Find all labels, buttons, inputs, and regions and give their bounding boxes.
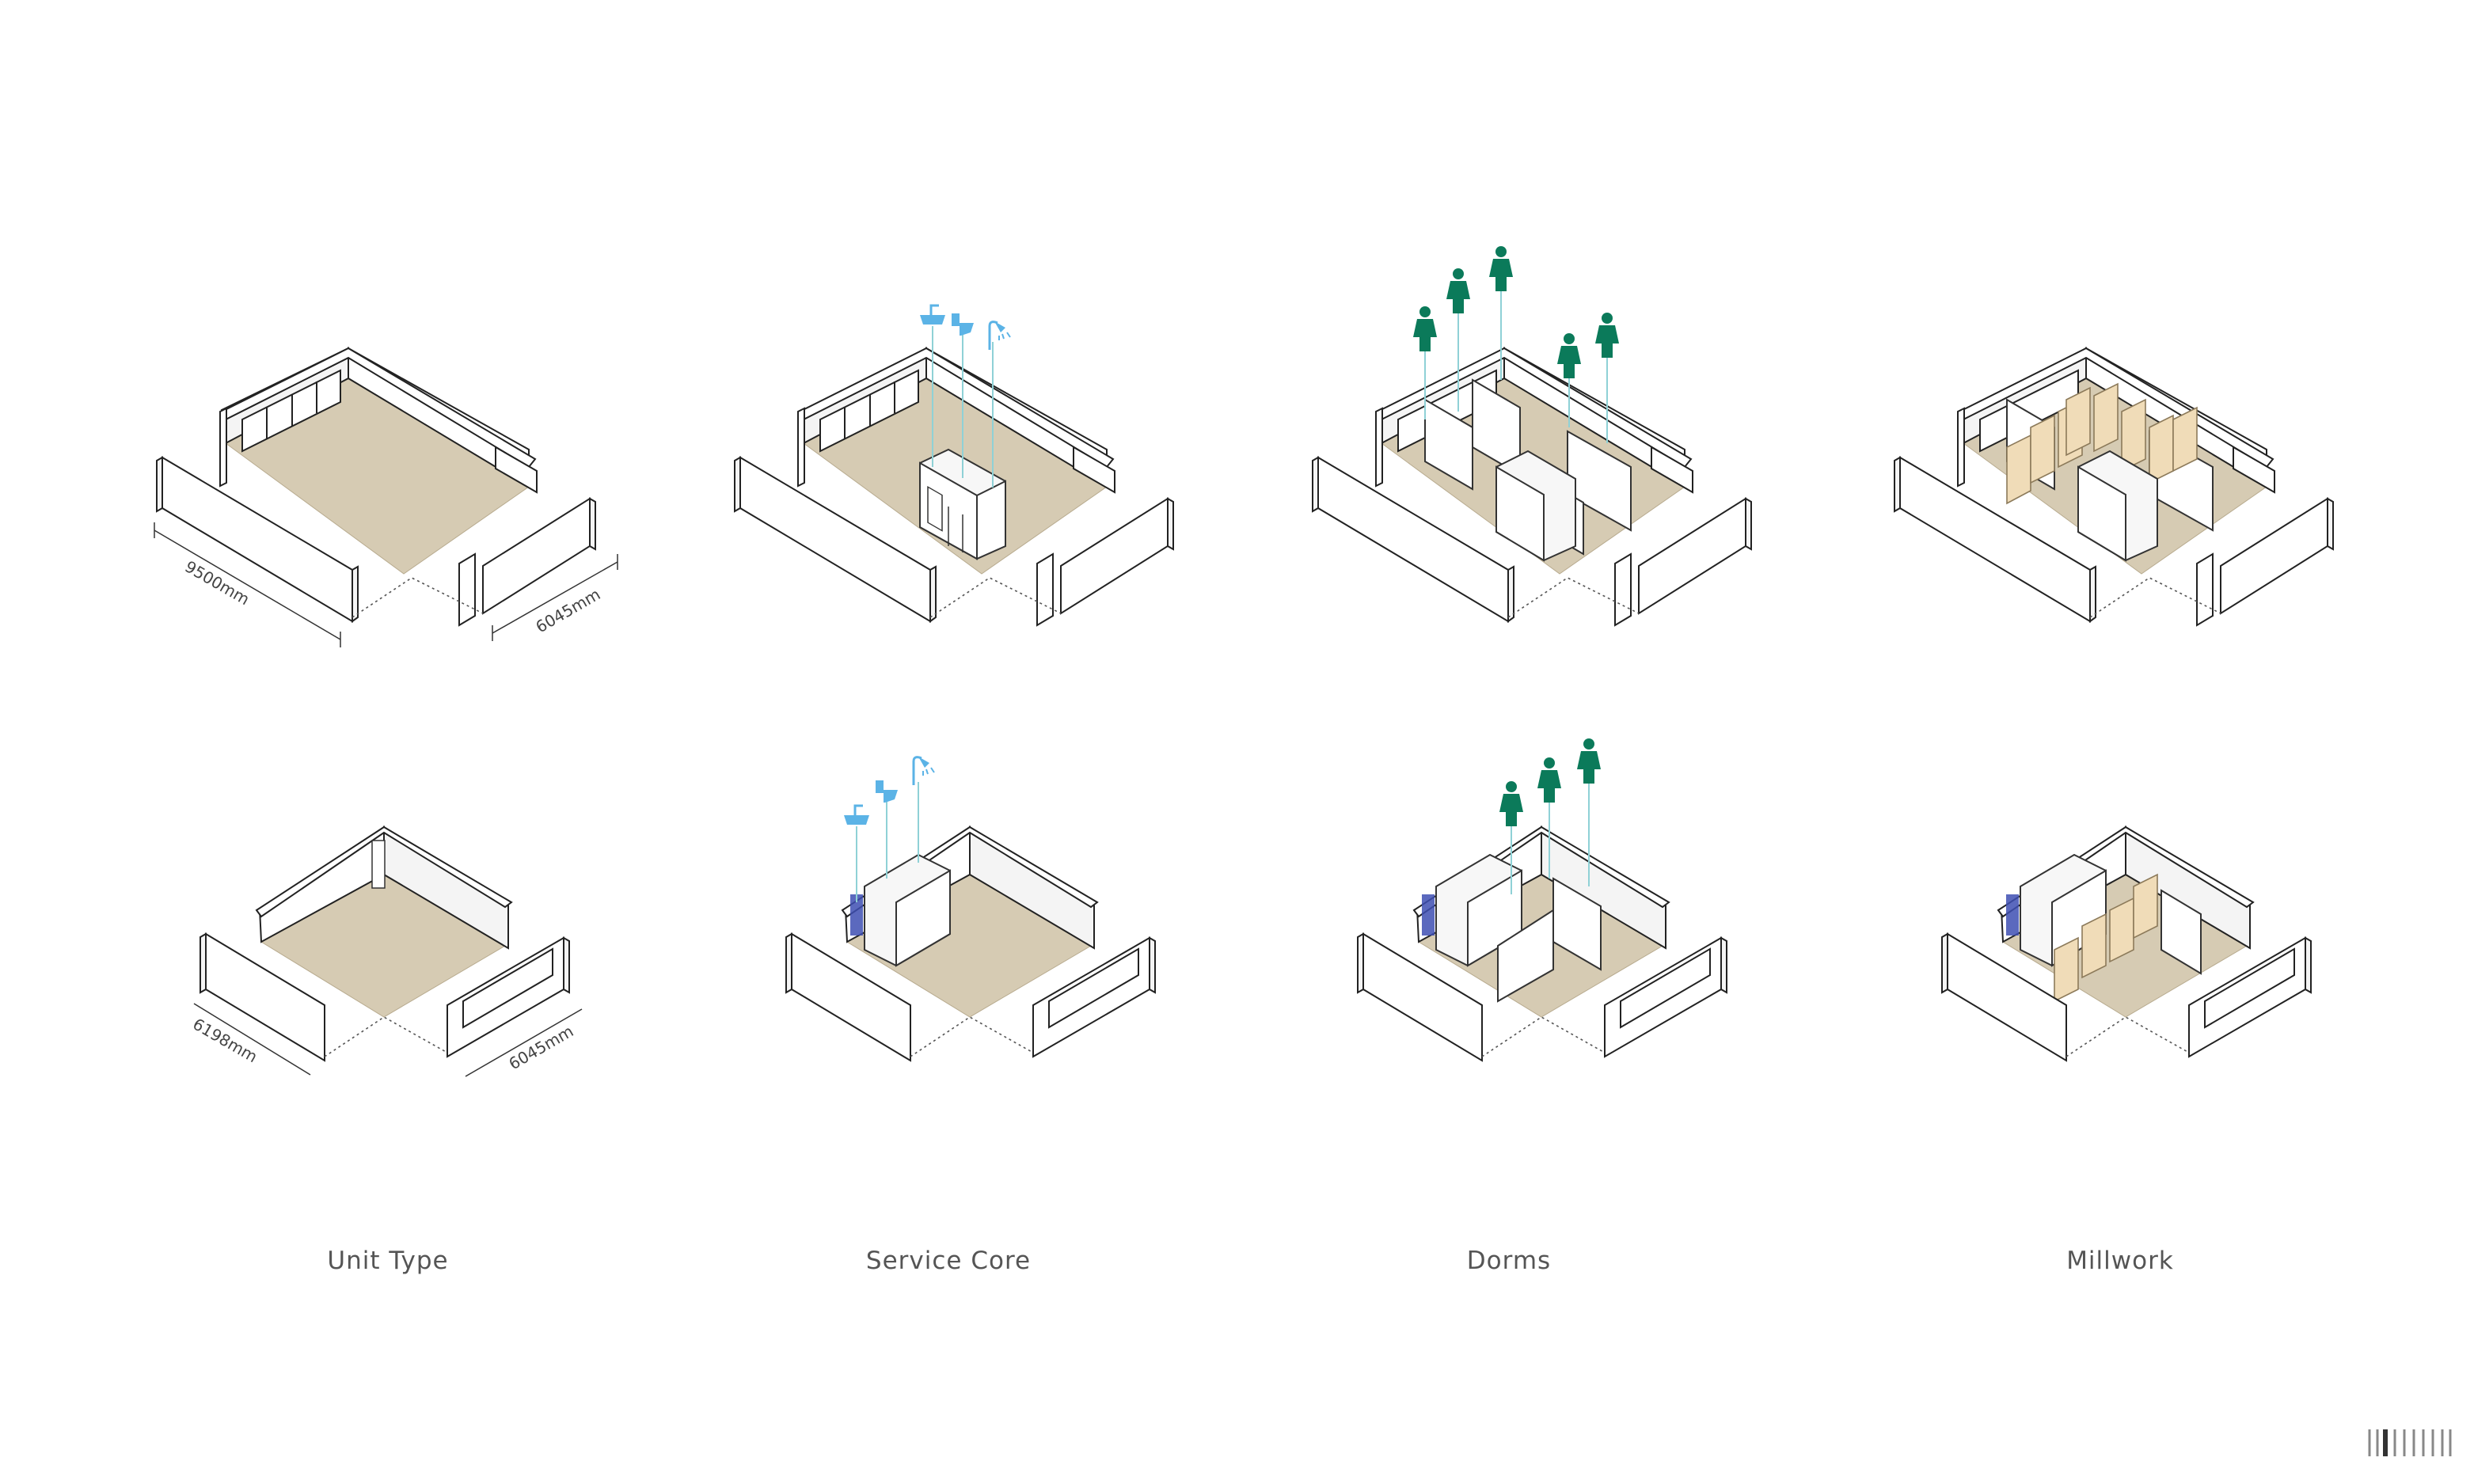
caption-service-core: Service Core	[865, 1247, 1032, 1275]
tile-wall	[2006, 894, 2019, 936]
service-core-small-room	[785, 782, 1156, 1062]
service-core-large-room	[734, 326, 1174, 627]
person-icon	[1446, 268, 1470, 313]
fixture-icons-top	[918, 304, 1012, 351]
barcode-mark	[2368, 1429, 2452, 1456]
person-icon	[1413, 306, 1437, 351]
person-icon	[1557, 333, 1581, 378]
tile-wall	[1422, 894, 1435, 936]
unit-type-large-room: 9500mm 6045mm	[154, 347, 618, 647]
dorms-large-room	[1312, 285, 1752, 627]
person-icon	[1489, 246, 1513, 291]
toilet-icon	[876, 780, 898, 803]
person-icon	[1537, 757, 1561, 803]
sink-icon	[842, 804, 871, 826]
tile-wall	[850, 894, 863, 936]
millwork-small-room	[1941, 825, 2312, 1062]
person-icon	[1595, 313, 1619, 358]
millwork-large-room	[1894, 347, 2334, 627]
dorms-small-room	[1357, 782, 1727, 1062]
person-icon	[1577, 738, 1601, 784]
caption-unit-type: Unit Type	[327, 1247, 449, 1275]
person-icon	[1499, 781, 1523, 826]
sink-icon	[918, 304, 947, 326]
dim-top-width: 6045mm	[533, 585, 604, 637]
unit-type-small-room: 6198mm 6045mm	[190, 825, 583, 1077]
toilet-icon	[952, 313, 974, 336]
shower-icon	[912, 755, 936, 787]
fixture-icons-bottom	[842, 755, 936, 826]
dim-top-length: 9500mm	[182, 557, 253, 609]
caption-millwork: Millwork	[2066, 1247, 2174, 1275]
caption-dorms: Dorms	[1466, 1247, 1552, 1275]
